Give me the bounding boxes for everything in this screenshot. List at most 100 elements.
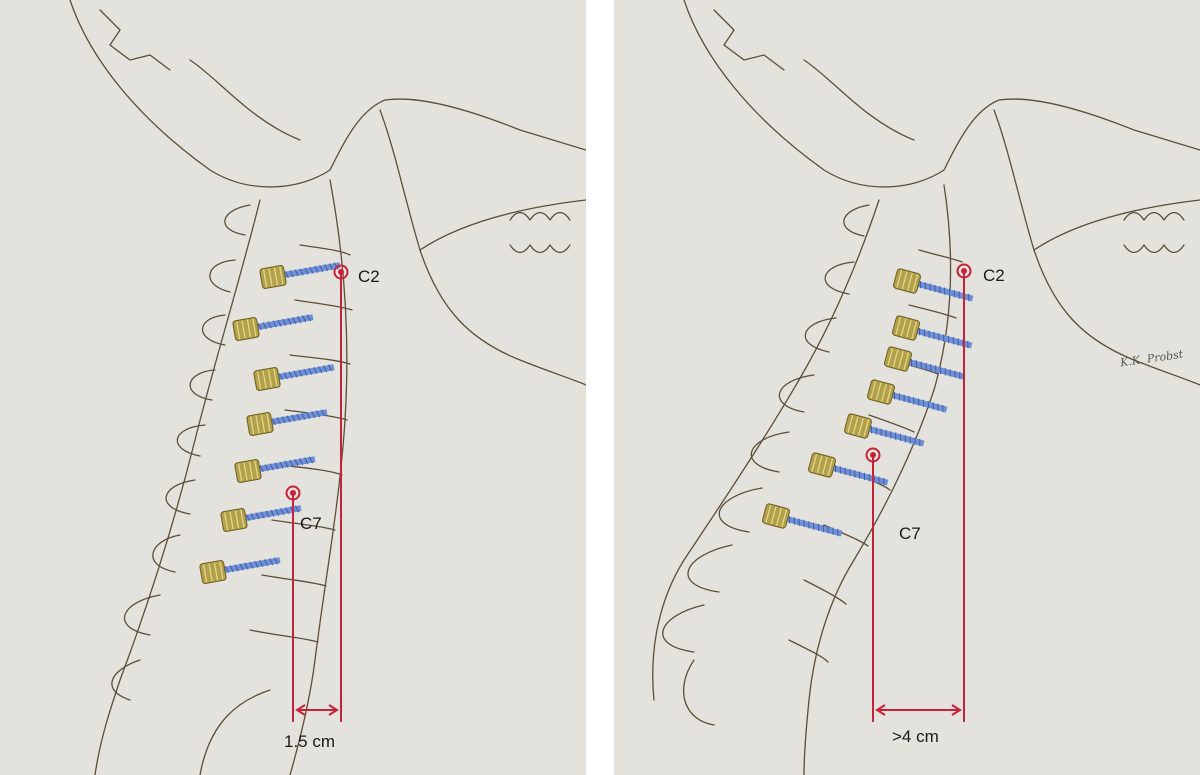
screw-thread	[267, 321, 272, 329]
screw-thread	[834, 464, 837, 473]
screw-head-ridge	[223, 512, 229, 531]
screw-thread	[895, 432, 897, 440]
screw-head-ridge	[213, 562, 219, 581]
screw-thread	[859, 471, 861, 479]
screw-thread	[959, 371, 961, 380]
screw-thread	[245, 514, 250, 522]
screw-thread	[880, 428, 882, 436]
screw-thread	[919, 280, 922, 289]
panel-divider	[586, 0, 614, 775]
screw-thread	[903, 394, 905, 402]
screw-thread	[288, 371, 293, 379]
screw-head-ridge	[262, 269, 268, 288]
pedicle-screw	[807, 452, 889, 486]
screw-thread	[274, 462, 279, 470]
screw-thread	[284, 271, 289, 279]
left-plumb-lines	[285, 264, 349, 722]
screw-thread	[260, 511, 265, 519]
screw-thread	[265, 510, 270, 518]
screw-thread	[269, 463, 274, 471]
pedicle-screw	[866, 379, 948, 413]
pedicle-screw	[761, 503, 843, 537]
skull-outline	[69, 0, 586, 188]
screw-head-ridge	[816, 455, 823, 474]
screw-thread	[282, 318, 287, 326]
screw-thread	[273, 557, 279, 565]
screw-thread	[272, 320, 277, 328]
screw-head-ridge	[268, 268, 273, 287]
screw-head-ridge	[243, 462, 248, 481]
screw-thread	[319, 264, 324, 272]
screw-thread	[939, 286, 941, 294]
screw-thread	[329, 263, 334, 271]
screw-head-ridge	[202, 564, 208, 583]
screw-thread	[299, 268, 304, 276]
right-panel-illustration: C2 C7 >4 cm K.K. Probst	[614, 0, 1200, 775]
measurement-label: >4 cm	[892, 727, 939, 746]
screw-thread	[324, 264, 329, 272]
screw-thread	[281, 416, 286, 424]
screw-head-ridge	[892, 349, 899, 368]
screw-thread	[932, 402, 934, 410]
screw-thread	[943, 334, 945, 342]
screw-head-ridge	[235, 321, 241, 340]
left-spine-drawing	[69, 0, 586, 775]
screw-head-ridge	[267, 369, 273, 388]
screw-thread	[904, 435, 906, 443]
screw-thread	[938, 333, 940, 341]
left-panel-illustration: C2 C7 1.5 cm	[0, 0, 586, 775]
screw-thread	[849, 468, 851, 477]
screw-thread	[292, 316, 297, 324]
screw-thread	[803, 519, 805, 528]
screw-thread	[873, 475, 875, 483]
screw-thread	[291, 414, 296, 422]
pedicle-screw	[883, 346, 965, 380]
spine-anterior-edge	[803, 184, 952, 775]
screw-thread	[923, 329, 925, 337]
c7-marker-dot	[290, 490, 296, 496]
screw-thread	[316, 410, 321, 418]
screw-thread	[294, 505, 300, 513]
c7-marker	[865, 447, 881, 463]
screw-thread	[788, 515, 791, 524]
screw-head-ridge	[248, 461, 254, 480]
c7-marker-dot	[870, 452, 876, 458]
pedicle-screw	[891, 315, 973, 349]
screw-thread	[224, 566, 229, 574]
screw-thread	[262, 322, 267, 330]
pedicle-screw	[259, 262, 341, 289]
screw-thread	[930, 364, 932, 372]
screw-thread	[234, 564, 239, 572]
screw-head-ridge	[887, 348, 894, 366]
screw-thread	[863, 472, 866, 481]
screw-head-ridge	[241, 320, 246, 339]
screw-head-ridge	[811, 454, 818, 472]
screw-thread	[837, 528, 839, 537]
screw-thread	[793, 517, 795, 525]
screw-thread	[813, 522, 815, 530]
screw-thread	[285, 507, 290, 515]
spine-anterior-edge	[289, 179, 348, 775]
right-hardware-layer	[761, 268, 974, 537]
screw-thread	[914, 437, 916, 445]
screw-thread	[890, 431, 892, 439]
screw-thread	[301, 412, 306, 420]
screw-thread	[944, 287, 946, 295]
screw-thread	[827, 526, 829, 534]
teeth	[1123, 211, 1185, 254]
screw-head-ridge	[901, 271, 908, 290]
screw-thread	[947, 335, 950, 344]
screw-head-ridge	[219, 561, 224, 580]
skull-outline	[683, 0, 1200, 188]
screw-thread	[919, 438, 921, 447]
screw-thread	[323, 365, 328, 373]
screw-thread	[883, 477, 885, 486]
screw-head-ridge	[249, 416, 255, 435]
screw-thread	[952, 337, 954, 345]
screw-thread	[280, 507, 285, 515]
screw-head-ridge	[775, 507, 782, 526]
screw-thread	[264, 464, 269, 472]
screw-thread	[939, 366, 942, 375]
screw-thread	[934, 284, 936, 293]
pedicle-screw	[232, 314, 314, 341]
